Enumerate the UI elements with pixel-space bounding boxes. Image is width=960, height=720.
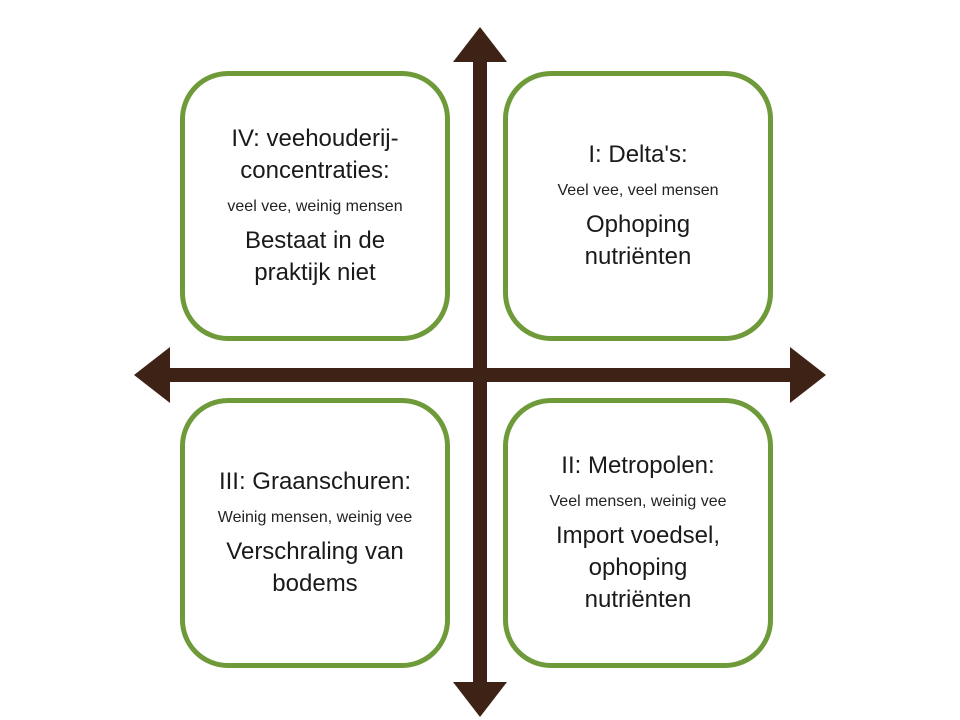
quadrant-iv-box: IV: veehouderij-concentraties: veel vee,… [180, 71, 450, 341]
quadrant-ii-body: Import voedsel, ophoping nutriënten [555, 522, 721, 613]
arrow-up-icon [453, 27, 507, 62]
quadrant-ii-title: II: Metropolen: [561, 452, 715, 479]
quadrant-i-body: Ophoping nutriënten [584, 211, 692, 270]
arrow-right-icon [790, 347, 826, 403]
quadrant-iii-title: III: Graanschuren: [218, 468, 412, 495]
quadrant-iii-subtitle: Weinig mensen, weinig vee [217, 509, 413, 526]
quadrant-i-title: I: Delta's: [588, 141, 688, 168]
arrow-left-icon [134, 347, 170, 403]
quadrant-i-box: I: Delta's: Veel vee, veel mensen Ophopi… [503, 71, 773, 341]
quadrant-iii-box: III: Graanschuren: Weinig mensen, weinig… [180, 398, 450, 668]
quadrant-ii-box: II: Metropolen: Veel mensen, weinig vee … [503, 398, 773, 668]
quadrant-ii-subtitle: Veel mensen, weinig vee [549, 493, 727, 510]
quadrant-iv-title: IV: veehouderij-concentraties: [231, 125, 399, 184]
quadrant-iii-body: Verschraling van bodems [226, 538, 404, 597]
quadrant-iv-body: Bestaat in de praktijk niet [244, 227, 386, 286]
arrow-down-icon [453, 682, 507, 717]
quadrant-iv-subtitle: veel vee, weinig mensen [227, 198, 403, 215]
horizontal-axis-line [160, 368, 802, 382]
quadrant-i-subtitle: Veel vee, veel mensen [557, 182, 719, 199]
